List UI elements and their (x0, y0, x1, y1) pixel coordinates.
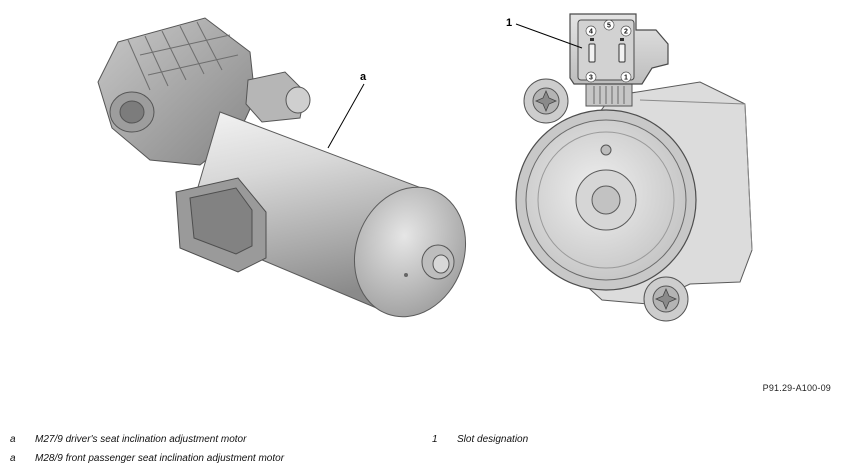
pin-label-3: 3 (585, 71, 597, 83)
legend-text: M28/9 front passenger seat inclination a… (35, 453, 285, 464)
pin-label-5: 5 (603, 19, 615, 31)
pin-label-4: 4 (585, 25, 597, 37)
svg-text:4: 4 (589, 29, 593, 36)
figure-reference-code: P91.29-A100-09 (762, 383, 831, 393)
pin-label-1: 1 (620, 71, 632, 83)
torx-screw-icon (534, 89, 558, 113)
svg-text:3: 3 (589, 75, 593, 82)
pin-label-2: 2 (620, 25, 632, 37)
legend-key: a (10, 434, 16, 445)
torx-screw-icon (654, 287, 678, 311)
motor-drawing-svg: a (97, 13, 753, 322)
legend-text: Slot designation (457, 434, 529, 445)
connector-callout-leader (515, 23, 583, 49)
motor-end-view: 4 5 2 3 1 (506, 13, 753, 322)
legend-key: a (10, 453, 16, 464)
motor-callout-label: a (360, 71, 367, 83)
svg-text:2: 2 (624, 29, 628, 36)
motor-illustration: a (97, 13, 753, 322)
connector-callout-label: 1 (506, 17, 512, 29)
motor-callout-leader (327, 83, 365, 149)
svg-text:1: 1 (624, 75, 628, 82)
svg-text:5: 5 (607, 23, 611, 30)
legend-text: M27/9 driver's seat inclination adjustme… (35, 434, 247, 445)
legend-key: 1 (432, 434, 438, 445)
motor-perspective-view: a (97, 17, 467, 318)
connector-slot: 4 5 2 3 1 (569, 13, 669, 107)
